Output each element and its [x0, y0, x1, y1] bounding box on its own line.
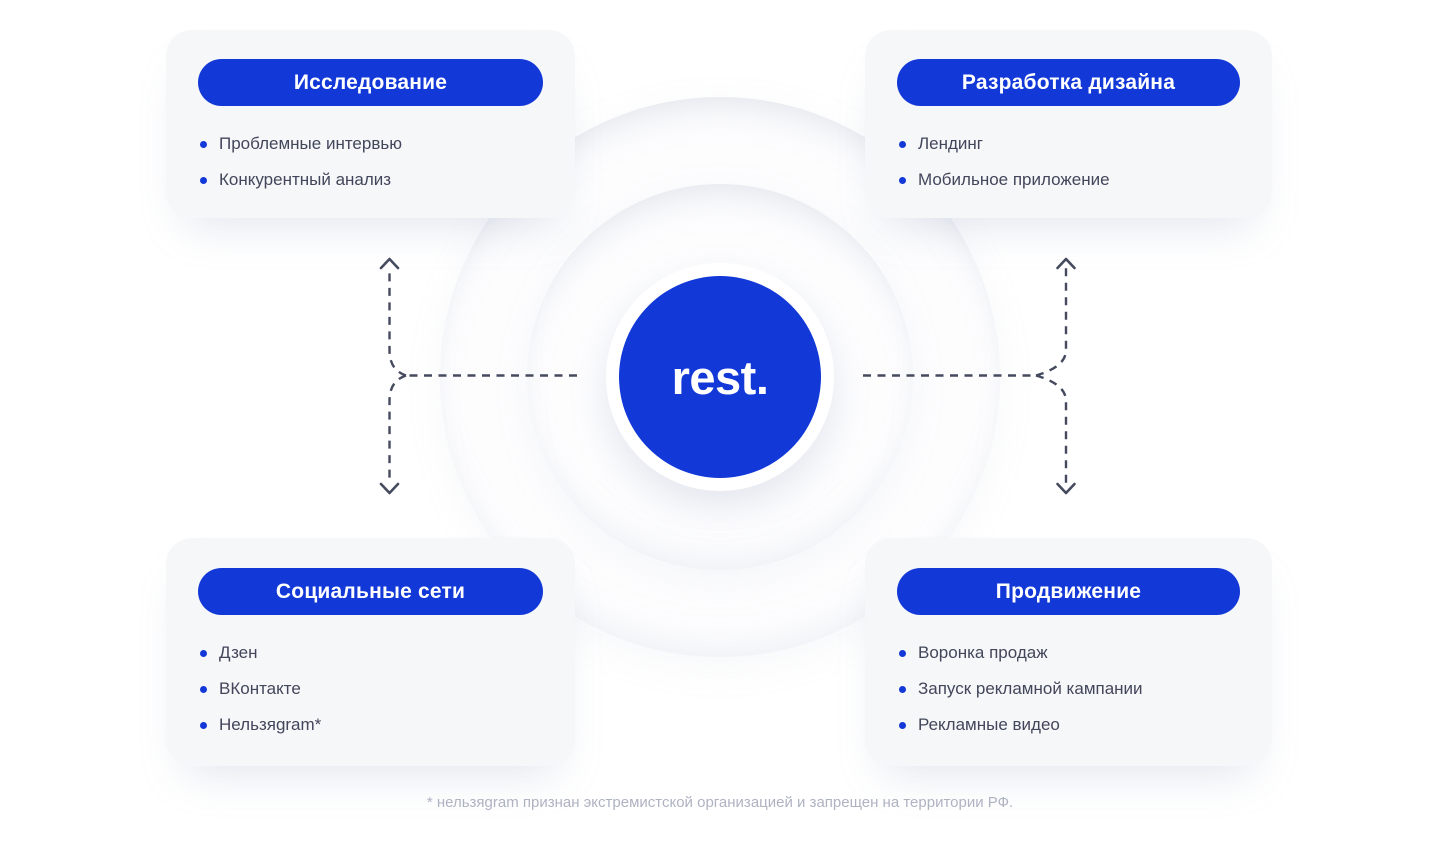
card-title-pill: Разработка дизайна: [897, 59, 1240, 106]
list-item-label: Нельзяgram*: [219, 715, 322, 734]
card-title: Продвижение: [995, 579, 1142, 603]
footnote-text: * нельзяgram признан экстремистской орга…: [426, 794, 1014, 811]
card-title: Исследование: [293, 70, 448, 94]
list-item: Дзен: [200, 635, 555, 671]
branch-up: [1035, 267, 1068, 377]
bullet-dot-icon: [200, 649, 207, 657]
dashed-arrow-left: [379, 257, 577, 495]
card-promotion: Продвижение Воронка продаж Запуск реклам…: [865, 538, 1272, 766]
card-title-pill: Продвижение: [897, 568, 1240, 615]
list-item: Воронка продаж: [899, 635, 1252, 671]
branch-down: [388, 374, 407, 484]
list-item: Нельзяgram*: [200, 707, 555, 743]
list-item-label: Запуск рекламной кампании: [918, 679, 1143, 698]
list-item-label: Лендинг: [918, 134, 984, 153]
branch-down: [1035, 374, 1068, 484]
card-item-list: Проблемные интервью Конкурентный анализ: [166, 126, 575, 198]
list-item-label: Дзен: [219, 643, 258, 662]
brand-logo-text: rest.: [671, 350, 769, 404]
card-social: Социальные сети Дзен ВКонтакте Нельзяgra…: [166, 538, 575, 766]
list-item: Конкурентный анализ: [200, 162, 555, 198]
bullet-dot-icon: [899, 140, 906, 148]
card-title-pill: Исследование: [198, 59, 543, 106]
list-item: ВКонтакте: [200, 671, 555, 707]
bullet-dot-icon: [899, 721, 906, 729]
arrowhead-down-icon: [379, 482, 400, 495]
bullet-dot-icon: [899, 649, 906, 657]
card-title: Социальные сети: [275, 579, 466, 603]
dashed-arrow-right: [863, 257, 1076, 495]
card-design: Разработка дизайна Лендинг Мобильное при…: [865, 30, 1272, 218]
list-item: Мобильное приложение: [899, 162, 1252, 198]
card-research: Исследование Проблемные интервью Конкуре…: [166, 30, 575, 218]
brand-logo-circle: rest.: [619, 276, 821, 478]
bullet-dot-icon: [899, 176, 906, 184]
card-item-list: Лендинг Мобильное приложение: [865, 126, 1272, 198]
list-item-label: Конкурентный анализ: [219, 170, 392, 189]
list-item-label: Воронка продаж: [918, 643, 1048, 662]
list-item-label: Проблемные интервью: [219, 134, 402, 153]
list-item: Проблемные интервью: [200, 126, 555, 162]
list-item-label: Мобильное приложение: [918, 170, 1110, 189]
bullet-dot-icon: [200, 176, 207, 184]
branch-up: [388, 267, 407, 377]
card-title: Разработка дизайна: [961, 70, 1176, 94]
list-item: Рекламные видео: [899, 707, 1252, 743]
arrowhead-down-icon: [1056, 482, 1076, 495]
list-item: Лендинг: [899, 126, 1252, 162]
list-item-label: ВКонтакте: [219, 679, 301, 698]
list-item: Запуск рекламной кампании: [899, 671, 1252, 707]
bullet-dot-icon: [200, 685, 207, 693]
list-item-label: Рекламные видео: [918, 715, 1060, 734]
card-item-list: Дзен ВКонтакте Нельзяgram*: [166, 635, 575, 743]
bullet-dot-icon: [899, 685, 906, 693]
arrowhead-up-icon: [1056, 257, 1076, 270]
arrowhead-up-icon: [379, 257, 400, 270]
bullet-dot-icon: [200, 140, 207, 148]
card-item-list: Воронка продаж Запуск рекламной кампании…: [865, 635, 1272, 743]
bullet-dot-icon: [200, 721, 207, 729]
card-title-pill: Социальные сети: [198, 568, 543, 615]
